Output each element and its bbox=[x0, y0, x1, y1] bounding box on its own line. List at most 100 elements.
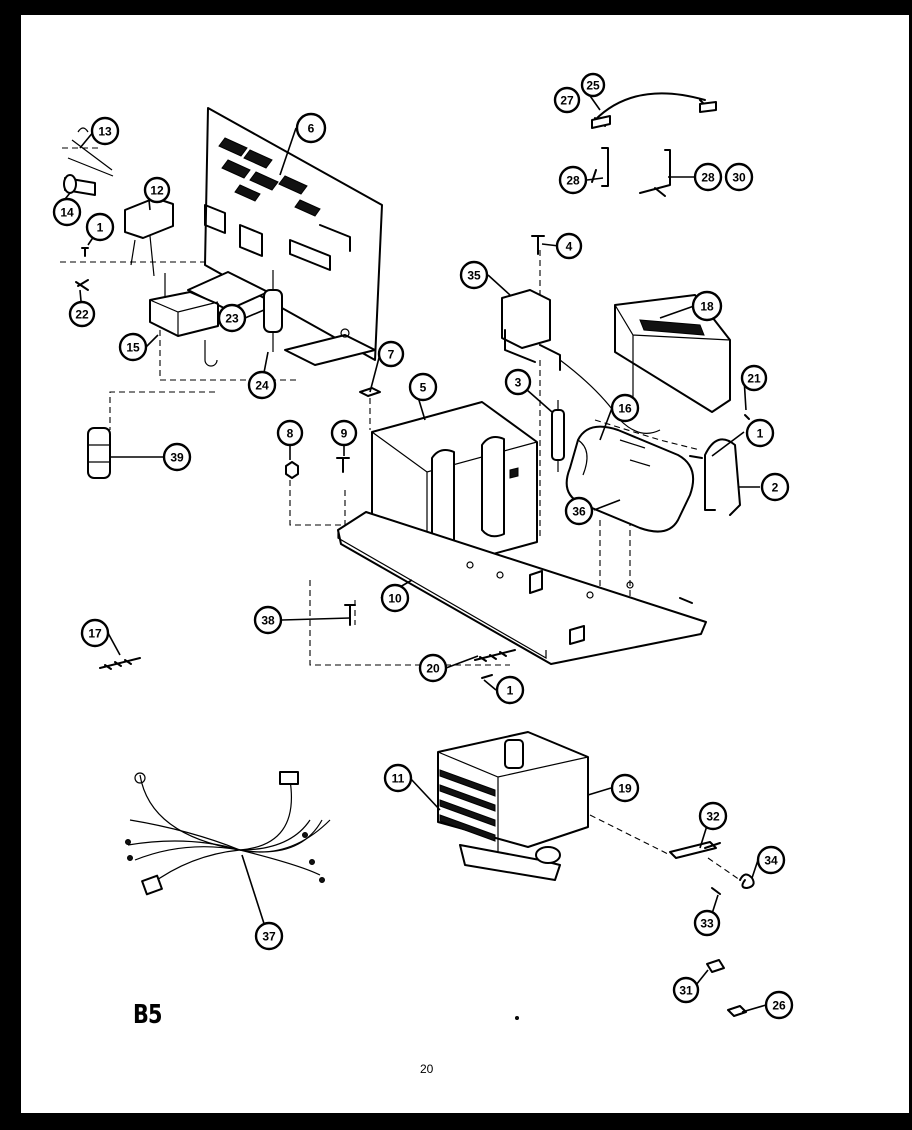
wire-harness-37 bbox=[125, 771, 331, 896]
svg-text:27: 27 bbox=[560, 94, 574, 108]
callout-20: 20 bbox=[418, 653, 448, 683]
callout-15: 15 bbox=[118, 332, 148, 362]
diode-3 bbox=[551, 400, 565, 472]
svg-text:3: 3 bbox=[515, 376, 522, 390]
svg-text:1: 1 bbox=[97, 221, 104, 235]
svg-text:26: 26 bbox=[772, 999, 786, 1013]
svg-text:10: 10 bbox=[388, 592, 402, 606]
svg-text:34: 34 bbox=[764, 854, 778, 868]
thermal-fuse-12 bbox=[124, 197, 174, 277]
callout-1: 1 bbox=[745, 418, 775, 448]
callout-33: 33 bbox=[693, 909, 721, 937]
callout-30: 30 bbox=[724, 162, 754, 192]
callout-28: 28 bbox=[558, 165, 588, 195]
callout-6: 6 bbox=[295, 112, 327, 144]
callout-8: 8 bbox=[276, 419, 304, 447]
fan-motor-18 bbox=[614, 294, 731, 413]
callout-18: 18 bbox=[691, 290, 723, 322]
leader-lines bbox=[55, 92, 767, 1013]
callout-24: 24 bbox=[247, 370, 277, 400]
svg-text:19: 19 bbox=[618, 782, 632, 796]
callout-1: 1 bbox=[85, 212, 115, 242]
control-board-bracket bbox=[187, 107, 383, 366]
capacitor-bracket-2 bbox=[689, 438, 741, 516]
callout-9: 9 bbox=[330, 419, 358, 447]
callout-28: 28 bbox=[693, 162, 723, 192]
callout-32: 32 bbox=[698, 801, 728, 831]
callout-12: 12 bbox=[143, 176, 171, 204]
page-number: 20 bbox=[420, 1062, 434, 1076]
svg-text:33: 33 bbox=[700, 917, 714, 931]
callout-36: 36 bbox=[564, 496, 594, 526]
svg-text:8: 8 bbox=[287, 427, 294, 441]
callout-25: 25 bbox=[580, 72, 606, 98]
callout-10: 10 bbox=[380, 583, 410, 613]
svg-text:30: 30 bbox=[732, 171, 746, 185]
callout-14: 14 bbox=[52, 197, 82, 227]
callout-16: 16 bbox=[610, 393, 640, 423]
svg-text:4: 4 bbox=[566, 240, 573, 254]
callout-3: 3 bbox=[504, 368, 532, 396]
base-plate-10 bbox=[337, 511, 707, 665]
callout-group: 1 1 1 2 3 4 5 6 7 8 9 10 11 12 13 14 15 … bbox=[52, 72, 794, 1020]
svg-text:23: 23 bbox=[225, 312, 239, 326]
svg-text:39: 39 bbox=[170, 451, 184, 465]
terminal-block-15 bbox=[149, 273, 219, 367]
callout-13: 13 bbox=[90, 116, 120, 146]
small-hardware bbox=[75, 92, 755, 1020]
svg-text:7: 7 bbox=[388, 348, 395, 362]
svg-text:14: 14 bbox=[60, 206, 74, 220]
callout-38: 38 bbox=[253, 605, 283, 635]
svg-text:12: 12 bbox=[150, 184, 164, 198]
svg-text:28: 28 bbox=[701, 171, 715, 185]
callout-7: 7 bbox=[377, 340, 405, 368]
svg-text:17: 17 bbox=[88, 627, 102, 641]
callout-2: 2 bbox=[760, 472, 790, 502]
callout-35: 35 bbox=[459, 260, 489, 290]
svg-text:11: 11 bbox=[392, 772, 405, 786]
svg-text:6: 6 bbox=[308, 122, 315, 136]
capacitor-23 bbox=[263, 270, 283, 352]
callout-5: 5 bbox=[408, 372, 438, 402]
svg-text:5: 5 bbox=[420, 381, 427, 395]
svg-text:21: 21 bbox=[747, 372, 761, 386]
svg-text:13: 13 bbox=[98, 125, 112, 139]
callout-4: 4 bbox=[555, 232, 583, 260]
svg-text:20: 20 bbox=[426, 662, 440, 676]
callout-19: 19 bbox=[610, 773, 640, 803]
svg-text:18: 18 bbox=[700, 300, 714, 314]
svg-text:22: 22 bbox=[75, 308, 89, 322]
callout-22: 22 bbox=[68, 300, 96, 328]
svg-text:1: 1 bbox=[757, 427, 764, 441]
high-voltage-capacitor-36 bbox=[565, 425, 694, 533]
fuse-holder-13-14 bbox=[63, 127, 114, 196]
svg-text:16: 16 bbox=[618, 402, 632, 416]
callout-31: 31 bbox=[672, 976, 700, 1004]
callout-23: 23 bbox=[217, 303, 247, 333]
callout-34: 34 bbox=[756, 845, 786, 875]
callout-17: 17 bbox=[80, 618, 110, 648]
svg-text:9: 9 bbox=[341, 427, 348, 441]
page-identifier: B5 bbox=[133, 1000, 163, 1030]
svg-text:15: 15 bbox=[126, 341, 140, 355]
svg-text:25: 25 bbox=[586, 79, 600, 93]
callout-11: 11 bbox=[383, 763, 413, 793]
svg-text:37: 37 bbox=[262, 930, 276, 944]
svg-text:24: 24 bbox=[255, 379, 269, 393]
callout-39: 39 bbox=[162, 442, 192, 472]
fuse-39 bbox=[87, 427, 111, 479]
callout-21: 21 bbox=[740, 364, 768, 392]
callout-1: 1 bbox=[495, 675, 525, 705]
callout-27: 27 bbox=[553, 86, 581, 114]
svg-text:38: 38 bbox=[261, 614, 275, 628]
svg-text:2: 2 bbox=[772, 481, 779, 495]
svg-text:35: 35 bbox=[467, 269, 481, 283]
svg-text:31: 31 bbox=[679, 984, 693, 998]
svg-text:32: 32 bbox=[706, 810, 720, 824]
callout-26: 26 bbox=[764, 990, 794, 1020]
svg-text:36: 36 bbox=[572, 505, 586, 519]
svg-text:28: 28 bbox=[566, 174, 580, 188]
svg-text:1: 1 bbox=[507, 684, 514, 698]
magnetron-19 bbox=[437, 731, 589, 881]
